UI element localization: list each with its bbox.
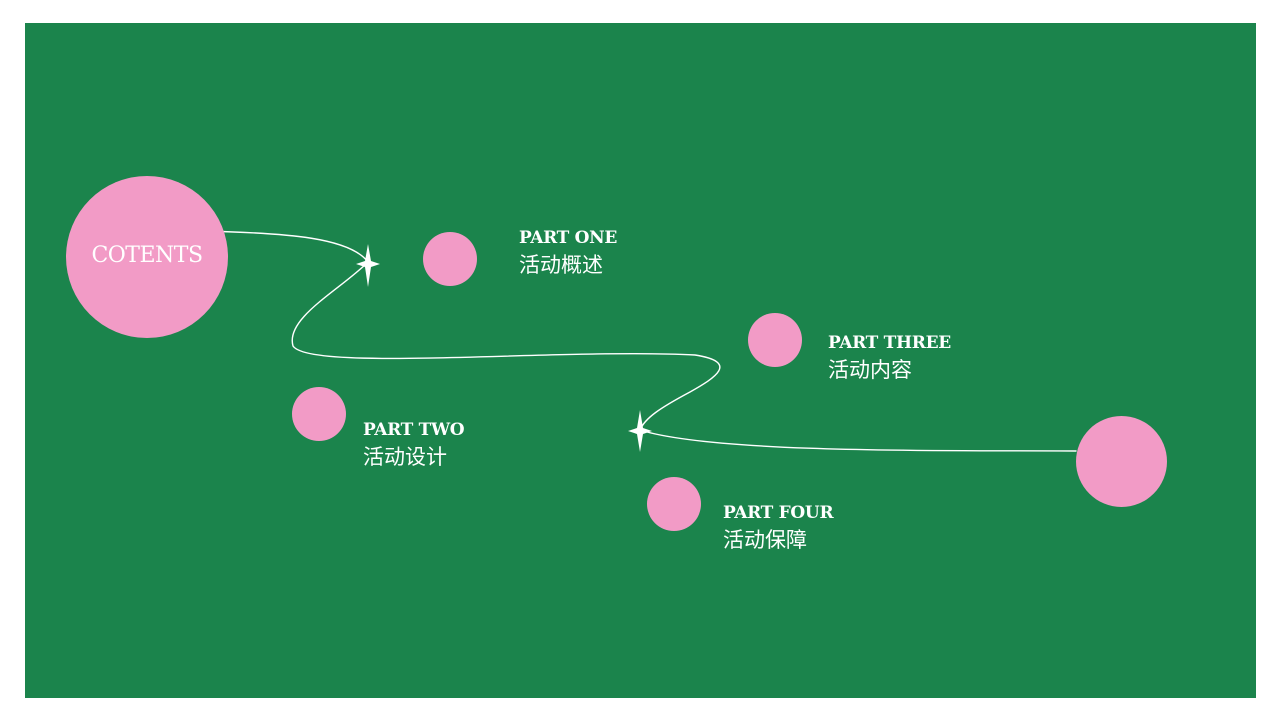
- part-three-label: PART THREE: [828, 333, 951, 353]
- part-one-title: 活动概述: [519, 253, 603, 277]
- part-two-dot: [292, 387, 346, 441]
- part-one-item[interactable]: PART ONE 活动概述: [519, 227, 617, 280]
- part-two-label: PART TWO: [363, 420, 465, 440]
- part-four-label: PART FOUR: [723, 503, 834, 523]
- part-four-item[interactable]: PART FOUR 活动保障: [723, 502, 834, 555]
- slide-background: [25, 23, 1256, 698]
- part-four-dot: [647, 477, 701, 531]
- title-circle: [66, 176, 228, 338]
- part-two-title: 活动设计: [363, 445, 447, 469]
- part-three-dot: [748, 313, 802, 367]
- part-one-label: PART ONE: [519, 228, 618, 248]
- part-three-title: 活动内容: [828, 358, 912, 382]
- part-four-title: 活动保障: [723, 528, 807, 552]
- contents-title: COTENTS: [91, 242, 203, 268]
- part-one-dot: [423, 232, 477, 286]
- part-two-item[interactable]: PART TWO 活动设计: [363, 419, 465, 472]
- end-circle: [1076, 416, 1167, 507]
- part-three-item[interactable]: PART THREE 活动内容: [828, 332, 951, 385]
